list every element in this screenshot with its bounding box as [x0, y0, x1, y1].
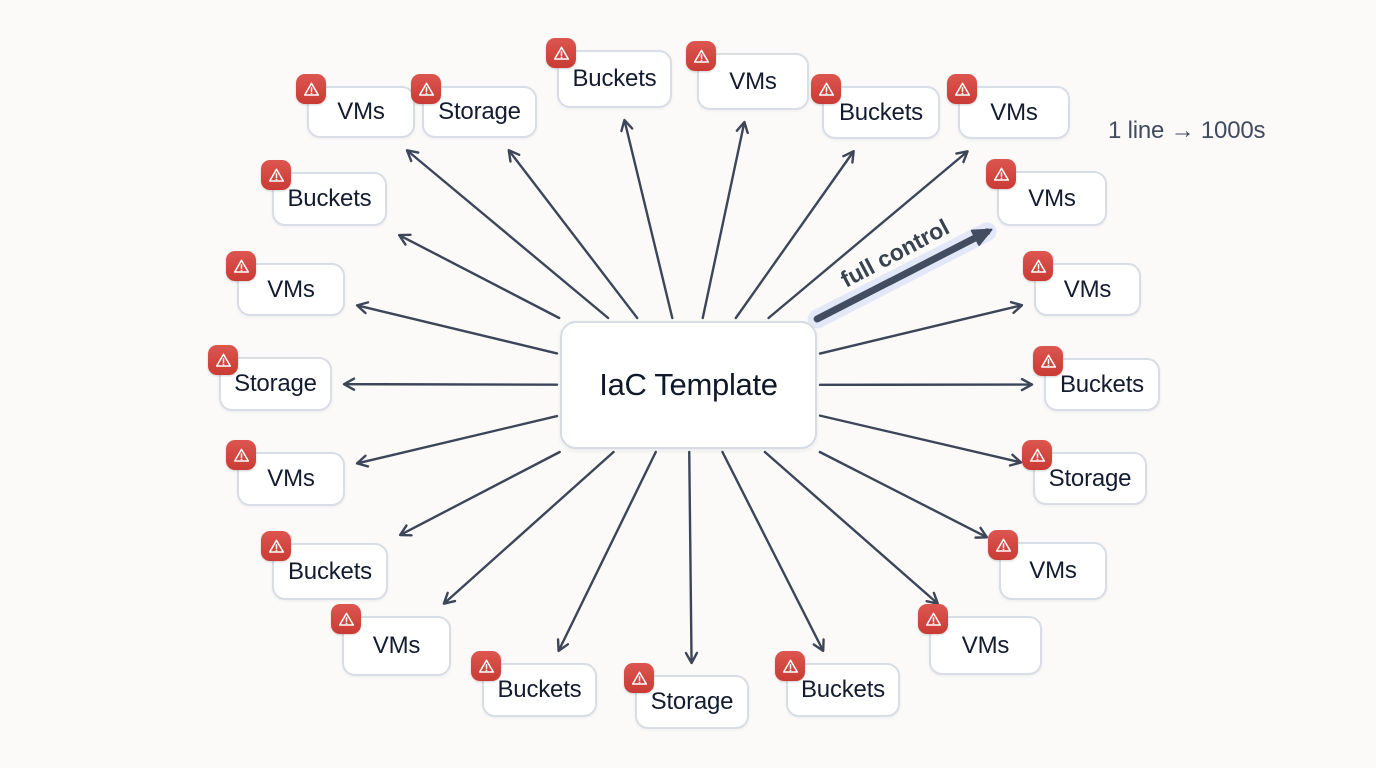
node-label: Storage: [1048, 464, 1132, 492]
node-label: VMs: [1029, 557, 1077, 584]
node-label: Buckets: [497, 676, 582, 703]
resource-node: Storage: [1022, 440, 1147, 505]
resource-node: Buckets: [471, 651, 597, 717]
resource-node: VMs: [296, 74, 415, 138]
node-label: Storage: [650, 688, 734, 715]
node-label: Storage: [234, 370, 317, 397]
fanout-arrow: [342, 377, 559, 391]
resource-node: Buckets: [775, 651, 900, 717]
resource-node: Buckets: [546, 38, 672, 108]
node-label: VMs: [961, 631, 1010, 659]
resource-node: Buckets: [1033, 346, 1160, 411]
warning-triangle-icon: [624, 663, 654, 693]
iac-template-node: IaC Template: [560, 321, 817, 449]
full-control-arrow: [813, 228, 993, 323]
resource-node: VMs: [986, 159, 1107, 226]
fanout-arrow: [701, 120, 749, 320]
node-label: Buckets: [572, 65, 657, 92]
fanout-arrow: [507, 149, 639, 320]
resource-node: VMs: [331, 604, 451, 676]
fanout-arrow: [442, 450, 615, 605]
node-label: VMs: [1063, 275, 1112, 303]
resource-node: VMs: [988, 530, 1107, 600]
fanout-arrow: [763, 450, 939, 605]
resource-node: Buckets: [261, 160, 387, 226]
fanout-arrow: [398, 450, 561, 537]
warning-triangle-icon: [261, 531, 291, 561]
warning-triangle-icon: [471, 651, 501, 681]
fanout-arrow: [721, 450, 825, 653]
warning-triangle-icon: [296, 74, 326, 104]
warning-triangle-icon: [208, 345, 238, 375]
node-label: VMs: [267, 465, 315, 492]
node-label: VMs: [990, 98, 1038, 126]
resource-node: Storage: [411, 74, 537, 138]
warning-triangle-icon: [261, 160, 291, 190]
warning-triangle-icon: [947, 74, 977, 104]
fanout-arrow: [818, 300, 1024, 355]
warning-triangle-icon: [226, 251, 256, 281]
fanout-arrow: [355, 301, 559, 355]
fanout-arrow: [556, 450, 657, 653]
warning-triangle-icon: [226, 440, 256, 470]
fanout-arrow: [405, 149, 610, 320]
warning-triangle-icon: [988, 530, 1018, 560]
node-label: Buckets: [839, 98, 923, 126]
warning-triangle-icon: [1033, 346, 1063, 376]
node-label: Buckets: [801, 676, 885, 703]
warning-triangle-icon: [1023, 251, 1053, 281]
fanout-arrow: [767, 150, 969, 320]
warning-triangle-icon: [1022, 440, 1052, 470]
fanout-arrow: [818, 414, 1023, 467]
resource-node: VMs: [686, 41, 809, 110]
fanout-arrow: [355, 414, 559, 468]
resource-node: VMs: [918, 604, 1042, 675]
node-label: VMs: [1028, 184, 1076, 212]
node-label: Buckets: [1060, 370, 1144, 398]
warning-triangle-icon: [546, 38, 576, 68]
resource-node: VMs: [947, 74, 1070, 139]
node-label: VMs: [729, 67, 777, 95]
fanout-arrow: [620, 118, 674, 320]
warning-triangle-icon: [775, 651, 805, 681]
fanout-arrow: [684, 450, 699, 665]
node-label: VMs: [337, 98, 385, 125]
node-label: Buckets: [287, 185, 372, 212]
node-label: VMs: [267, 275, 315, 303]
resource-node: VMs: [226, 251, 345, 316]
warning-triangle-icon: [686, 41, 716, 71]
node-label: Storage: [438, 98, 521, 125]
resource-node: Storage: [624, 663, 749, 729]
resource-node: Buckets: [811, 74, 940, 139]
node-label: Buckets: [288, 557, 372, 585]
node-label: VMs: [372, 632, 421, 659]
warning-triangle-icon: [986, 159, 1016, 189]
warning-triangle-icon: [411, 74, 441, 104]
resource-node: Buckets: [261, 531, 388, 600]
scale-annotation: 1 line → 1000s: [1108, 117, 1266, 144]
resource-node: VMs: [226, 440, 345, 506]
fanout-arrow: [734, 149, 855, 320]
fanout-arrow: [397, 233, 561, 320]
fanout-arrow: [818, 450, 989, 539]
warning-triangle-icon: [331, 604, 361, 634]
warning-triangle-icon: [811, 74, 841, 104]
iac-template-label: IaC Template: [599, 367, 778, 402]
resource-node: VMs: [1023, 251, 1141, 316]
resource-node: Storage: [208, 345, 332, 411]
warning-triangle-icon: [918, 604, 948, 634]
